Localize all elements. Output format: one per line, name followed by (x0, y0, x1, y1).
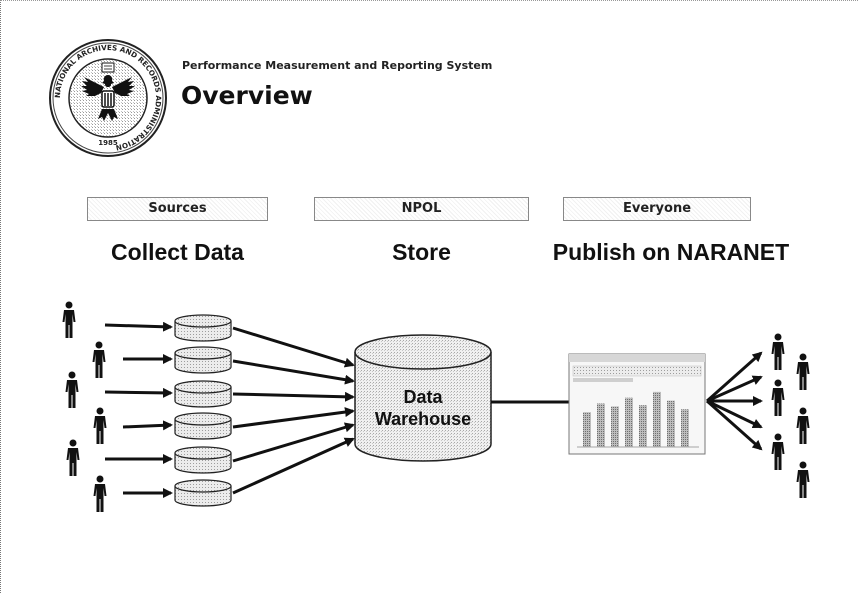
sources-box: Sources (87, 197, 268, 221)
consumer-people (771, 333, 810, 498)
person-icon (796, 353, 810, 390)
report-bar (667, 400, 675, 447)
everyone-box: Everyone (563, 197, 751, 221)
source-database-icon (174, 446, 232, 474)
npol-box: NPOL (314, 197, 529, 221)
arrow (232, 407, 355, 429)
report-bar (597, 403, 605, 447)
person-icon (92, 341, 106, 378)
seal-year: 1985 (98, 139, 118, 147)
source-database-icon (174, 479, 232, 507)
person-icon (796, 461, 810, 498)
person-icon (66, 439, 80, 476)
arrow (232, 359, 355, 385)
source-databases (174, 314, 232, 507)
source-people (62, 301, 107, 512)
report-bar (625, 397, 633, 447)
naranet-report-thumbnail (568, 353, 706, 455)
store-label: Store (392, 239, 451, 265)
arrow (706, 399, 763, 451)
warehouse-label-line1: Data (403, 387, 443, 407)
person-icon (771, 433, 785, 470)
arrow (706, 351, 763, 403)
warehouse-arrows (232, 326, 355, 495)
arrow (232, 422, 355, 463)
source-database-icon (174, 346, 232, 374)
person-icon (771, 333, 785, 370)
arrow (232, 391, 355, 402)
report-bar (653, 391, 661, 447)
person-icon (771, 379, 785, 416)
publish-arrows (706, 351, 763, 451)
data-warehouse-cylinder: Data Warehouse (354, 334, 492, 462)
publish-label: Publish on NARANET (552, 239, 790, 265)
arrow (104, 321, 173, 332)
person-icon (62, 301, 76, 338)
arrow (232, 326, 355, 368)
person-icon (65, 371, 79, 408)
arrow (232, 437, 355, 495)
collect-data-label: Collect Data (111, 239, 244, 265)
person-icon (796, 407, 810, 444)
source-database-icon (174, 380, 232, 408)
arrow (104, 387, 173, 398)
person-icon (93, 407, 107, 444)
report-bar (639, 405, 647, 447)
arrow (706, 399, 763, 429)
report-bar-chart (583, 391, 689, 447)
person-icon (93, 475, 107, 512)
source-arrows (104, 321, 173, 498)
nara-seal-logo: NATIONAL ARCHIVES AND RECORDS ADMINISTRA… (49, 39, 167, 157)
source-database-icon (174, 314, 232, 342)
system-subtitle: Performance Measurement and Reporting Sy… (182, 59, 493, 72)
report-bar (583, 412, 591, 447)
arrow (706, 375, 763, 403)
eagle-icon (81, 62, 135, 121)
warehouse-label-line2: Warehouse (375, 409, 471, 429)
report-bar (681, 409, 689, 447)
report-bar (611, 406, 619, 447)
page-title: Overview (181, 81, 313, 110)
arrow (122, 420, 173, 431)
source-database-icon (174, 412, 232, 440)
